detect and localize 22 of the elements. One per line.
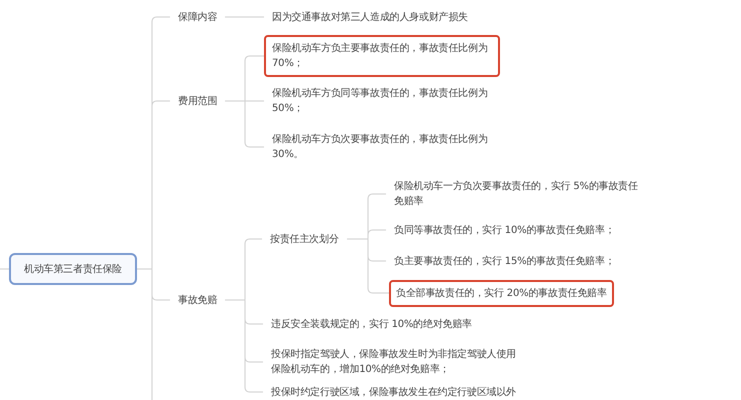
connector-line [136, 268, 152, 400]
connector-line [224, 16, 264, 18]
highlighted-topic: 负全部事故责任的，实行 20%的事故责任免赔率 [389, 280, 614, 306]
leaf-topic: 投保时约定行驶区域，保险事故发生在约定行驶区域以外 [263, 384, 524, 400]
highlighted-topic: 保险机动车方负主要事故责任的，事故责任比例为70%； [264, 35, 500, 77]
leaf-topic: 负同等事故责任的，实行 10%的事故责任免赔率； [386, 222, 623, 238]
leaf-topic: 负主要事故责任的，实行 15%的事故责任免赔率； [386, 254, 623, 268]
branch-topic: 按责任主次划分 [262, 232, 347, 246]
branch-topic: 费用范围 [170, 94, 226, 108]
leaf-topic: 保险机动车一方负次要事故责任的，实行 5%的事故责任免赔率 [386, 179, 648, 209]
connector-line [0, 268, 10, 270]
connector-line [224, 100, 264, 148]
leaf-topic: 违反安全装载规定的，实行 10%的绝对免赔率 [263, 316, 480, 332]
leaf-topic: 投保时指定驾驶人，保险事故发生时为非指定驾驶人使用保险机动车的，增加10%的绝对免赔率； [263, 347, 529, 377]
connector-line [346, 238, 390, 294]
root-topic: 机动车第三者责任保险 [9, 253, 137, 285]
leaf-topic: 因为交通事故对第三人造成的人身或财产损失 [264, 10, 476, 24]
leaf-topic: 保险机动车方负次要事故责任的，事故责任比例为30%。 [264, 132, 500, 162]
leaf-topic: 保险机动车方负同等事故责任的，事故责任比例为50%； [264, 86, 500, 116]
connector-line [224, 300, 264, 392]
branch-topic: 保障内容 [170, 10, 226, 24]
branch-topic: 事故免赔 [170, 292, 226, 308]
